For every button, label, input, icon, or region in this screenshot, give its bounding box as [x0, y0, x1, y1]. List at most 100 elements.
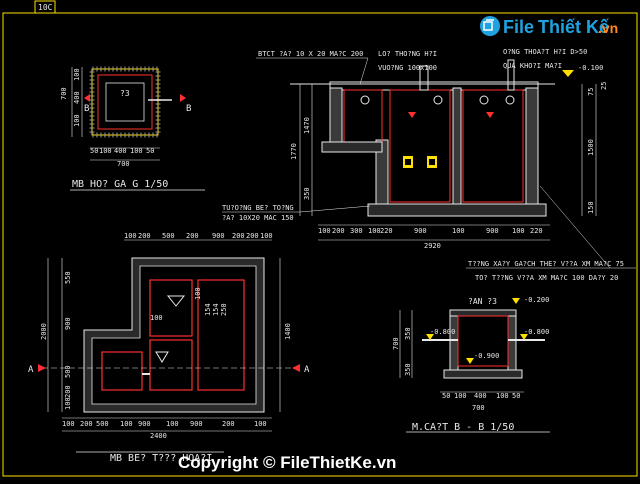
section-mark-right: B — [186, 104, 191, 114]
tank-sec-dim-8: 900 — [486, 227, 499, 235]
pit-dim-left-1: 100 — [73, 68, 81, 81]
logo-text-vn: .vn — [598, 20, 618, 36]
pit-sec-dim-2: 100 — [454, 392, 467, 400]
tank-sec-dim-3: 300 — [350, 227, 363, 235]
tank-inner-dim-3: 154 — [204, 303, 212, 316]
tank-top-dim-7: 200 — [246, 232, 259, 240]
level-top: -0.100 — [578, 64, 603, 72]
tank-bot-dim-2: 200 — [80, 420, 93, 428]
tank-top-dim-4: 200 — [186, 232, 199, 240]
note-vent-size: VUO?NG 100x100 — [378, 64, 437, 72]
tank-bot-dim-7: 900 — [190, 420, 203, 428]
note-plaster: TO? T??NG V??A XM MA?C 100 DA?Y 20 — [475, 274, 618, 282]
note-pipe: O?NG THOA?T H?I D>50 — [503, 48, 587, 56]
plan-pit-title: MB HO? GA G 1/50 — [72, 179, 168, 190]
plan-tank-title: MB BE? T??? HOA?I — [110, 453, 212, 464]
pit-label: ?3 — [120, 89, 130, 98]
sheet-tag: 10C — [38, 3, 53, 12]
pit-dim-left-total: 700 — [60, 87, 68, 100]
pit-dim-total: 700 — [117, 160, 130, 168]
tank-inner-dim-5: 250 — [220, 303, 228, 316]
pit-dim-1: 50 — [90, 147, 98, 155]
tank-bot-dim-6: 100 — [166, 420, 179, 428]
tank-top-dim-2: 200 — [138, 232, 151, 240]
note-concrete: BTCT ?A? 10 X 20 MA?C 200 — [258, 50, 363, 58]
tank-bot-dim-4: 100 — [120, 420, 133, 428]
pit-sec-left-2: 350 — [404, 327, 412, 340]
section-pit-title: M.CA?T B - B 1/50 — [412, 422, 514, 433]
tank-right-dim-1: 1400 — [284, 323, 292, 340]
pit-sec-left-1: 700 — [392, 337, 400, 350]
tank-sec-dim-2: 200 — [332, 227, 345, 235]
tank-sec-dim-9: 100 — [512, 227, 525, 235]
tank-inner-dim-2: 100 — [150, 314, 163, 322]
tank-sec-right-4: 25 — [600, 82, 608, 90]
pit-dim-5: 50 — [146, 147, 154, 155]
drawing-border — [2, 12, 638, 477]
tank-left-dim-2: 900 — [64, 317, 72, 330]
note-vent: LO? THO?NG H?I — [378, 50, 437, 58]
tank-sec-left-1: 1770 — [290, 143, 298, 160]
pit-sec-dim-5: 50 — [512, 392, 520, 400]
tank-left-dim-1: 550 — [64, 271, 72, 284]
tank-bot-dim-5: 900 — [138, 420, 151, 428]
pit-dim-left-2: 400 — [73, 91, 81, 104]
plan-pit: ?3 B B 50 100 400 100 50 700 700 100 400… — [60, 66, 205, 191]
tank-sec-right-1: 1500 — [587, 139, 595, 156]
tank-sec-dim-4: 100 — [368, 227, 381, 235]
pit-sec-dim-4: 100 — [496, 392, 509, 400]
brand-logo: File Thiết Kế .vn — [480, 16, 618, 37]
tank-sec-left-3: 350 — [303, 187, 311, 200]
pit-level-left: -0.800 — [430, 328, 455, 336]
tank-inner-dim-1: 100 — [194, 287, 202, 300]
tank-sec-dim-10: 220 — [530, 227, 543, 235]
tank-sec-dim-7: 100 — [452, 227, 465, 235]
section-a-right: A — [304, 365, 310, 375]
section-tank: BTCT ?A? 10 X 20 MA?C 200 LO? THO?NG H?I… — [222, 48, 636, 282]
pit-sec-dim-3: 400 — [474, 392, 487, 400]
pit-sec-dim-total: 700 — [472, 404, 485, 412]
tank-top-dim-3: 500 — [162, 232, 175, 240]
pit-level-right: -0.800 — [524, 328, 549, 336]
pit-sec-dim-1: 50 — [442, 392, 450, 400]
section-a-left: A — [28, 365, 34, 375]
tank-top-dim-5: 900 — [212, 232, 225, 240]
tank-sec-right-2: 150 — [587, 201, 595, 214]
tank-left-dim-5: 100 — [64, 397, 72, 410]
tank-left-dim-4: 200 — [64, 385, 72, 398]
tank-bot-dim-8: 200 — [222, 420, 235, 428]
tank-bot-dim-total: 2400 — [150, 432, 167, 440]
pit-dim-2: 100 — [99, 147, 112, 155]
sheet-tag-box — [34, 0, 56, 14]
tank-sec-dim-6: 900 — [414, 227, 427, 235]
note-pipe-roof: QUA KHO?I MA?I — [503, 62, 562, 70]
tank-sec-dim-1: 100 — [318, 227, 331, 235]
pit-dim-4: 100 — [130, 147, 143, 155]
tank-top-dim-8: 100 — [260, 232, 273, 240]
tank-left-dim-total: 2000 — [40, 323, 48, 340]
tank-sec-dim-5: 220 — [380, 227, 393, 235]
pit-dim-left-3: 100 — [73, 114, 81, 127]
tank-sec-dim-total: 2920 — [424, 242, 441, 250]
copyright-text: Copyright © FileThietKe.vn — [178, 453, 396, 472]
note-brick-grade: ?A? 10X20 MAC 150 — [222, 214, 294, 222]
tank-left-dim-3: 500 — [64, 365, 72, 378]
tank-bot-dim-1: 100 — [62, 420, 75, 428]
note-brick: TU?O?NG BE? TO?NG — [222, 204, 294, 212]
pit-level-top: -0.200 — [524, 296, 549, 304]
plan-tank: 100 100 154 154 250 A A 100 200 500 200 … — [28, 232, 310, 464]
pit-dim-3: 400 — [114, 147, 127, 155]
pit-sec-left-3: 350 — [404, 363, 412, 376]
tank-sec-left-2: 1470 — [303, 117, 311, 134]
tank-top-dim-1: 100 — [124, 232, 137, 240]
logo-text-file: File — [503, 17, 534, 37]
pit-level-bottom: -0.900 — [474, 352, 499, 360]
copyright-watermark: Copyright © FileThietKe.vn — [178, 453, 396, 472]
tank-top-dim-6: 200 — [232, 232, 245, 240]
tank-sec-right-3: 75 — [587, 88, 595, 96]
tank-bot-dim-3: 500 — [96, 420, 109, 428]
tank-inner-dim-4: 154 — [212, 303, 220, 316]
note-wall: T??NG XA?Y GA?CH THE? V??A XM MA?C 75 — [468, 260, 624, 268]
